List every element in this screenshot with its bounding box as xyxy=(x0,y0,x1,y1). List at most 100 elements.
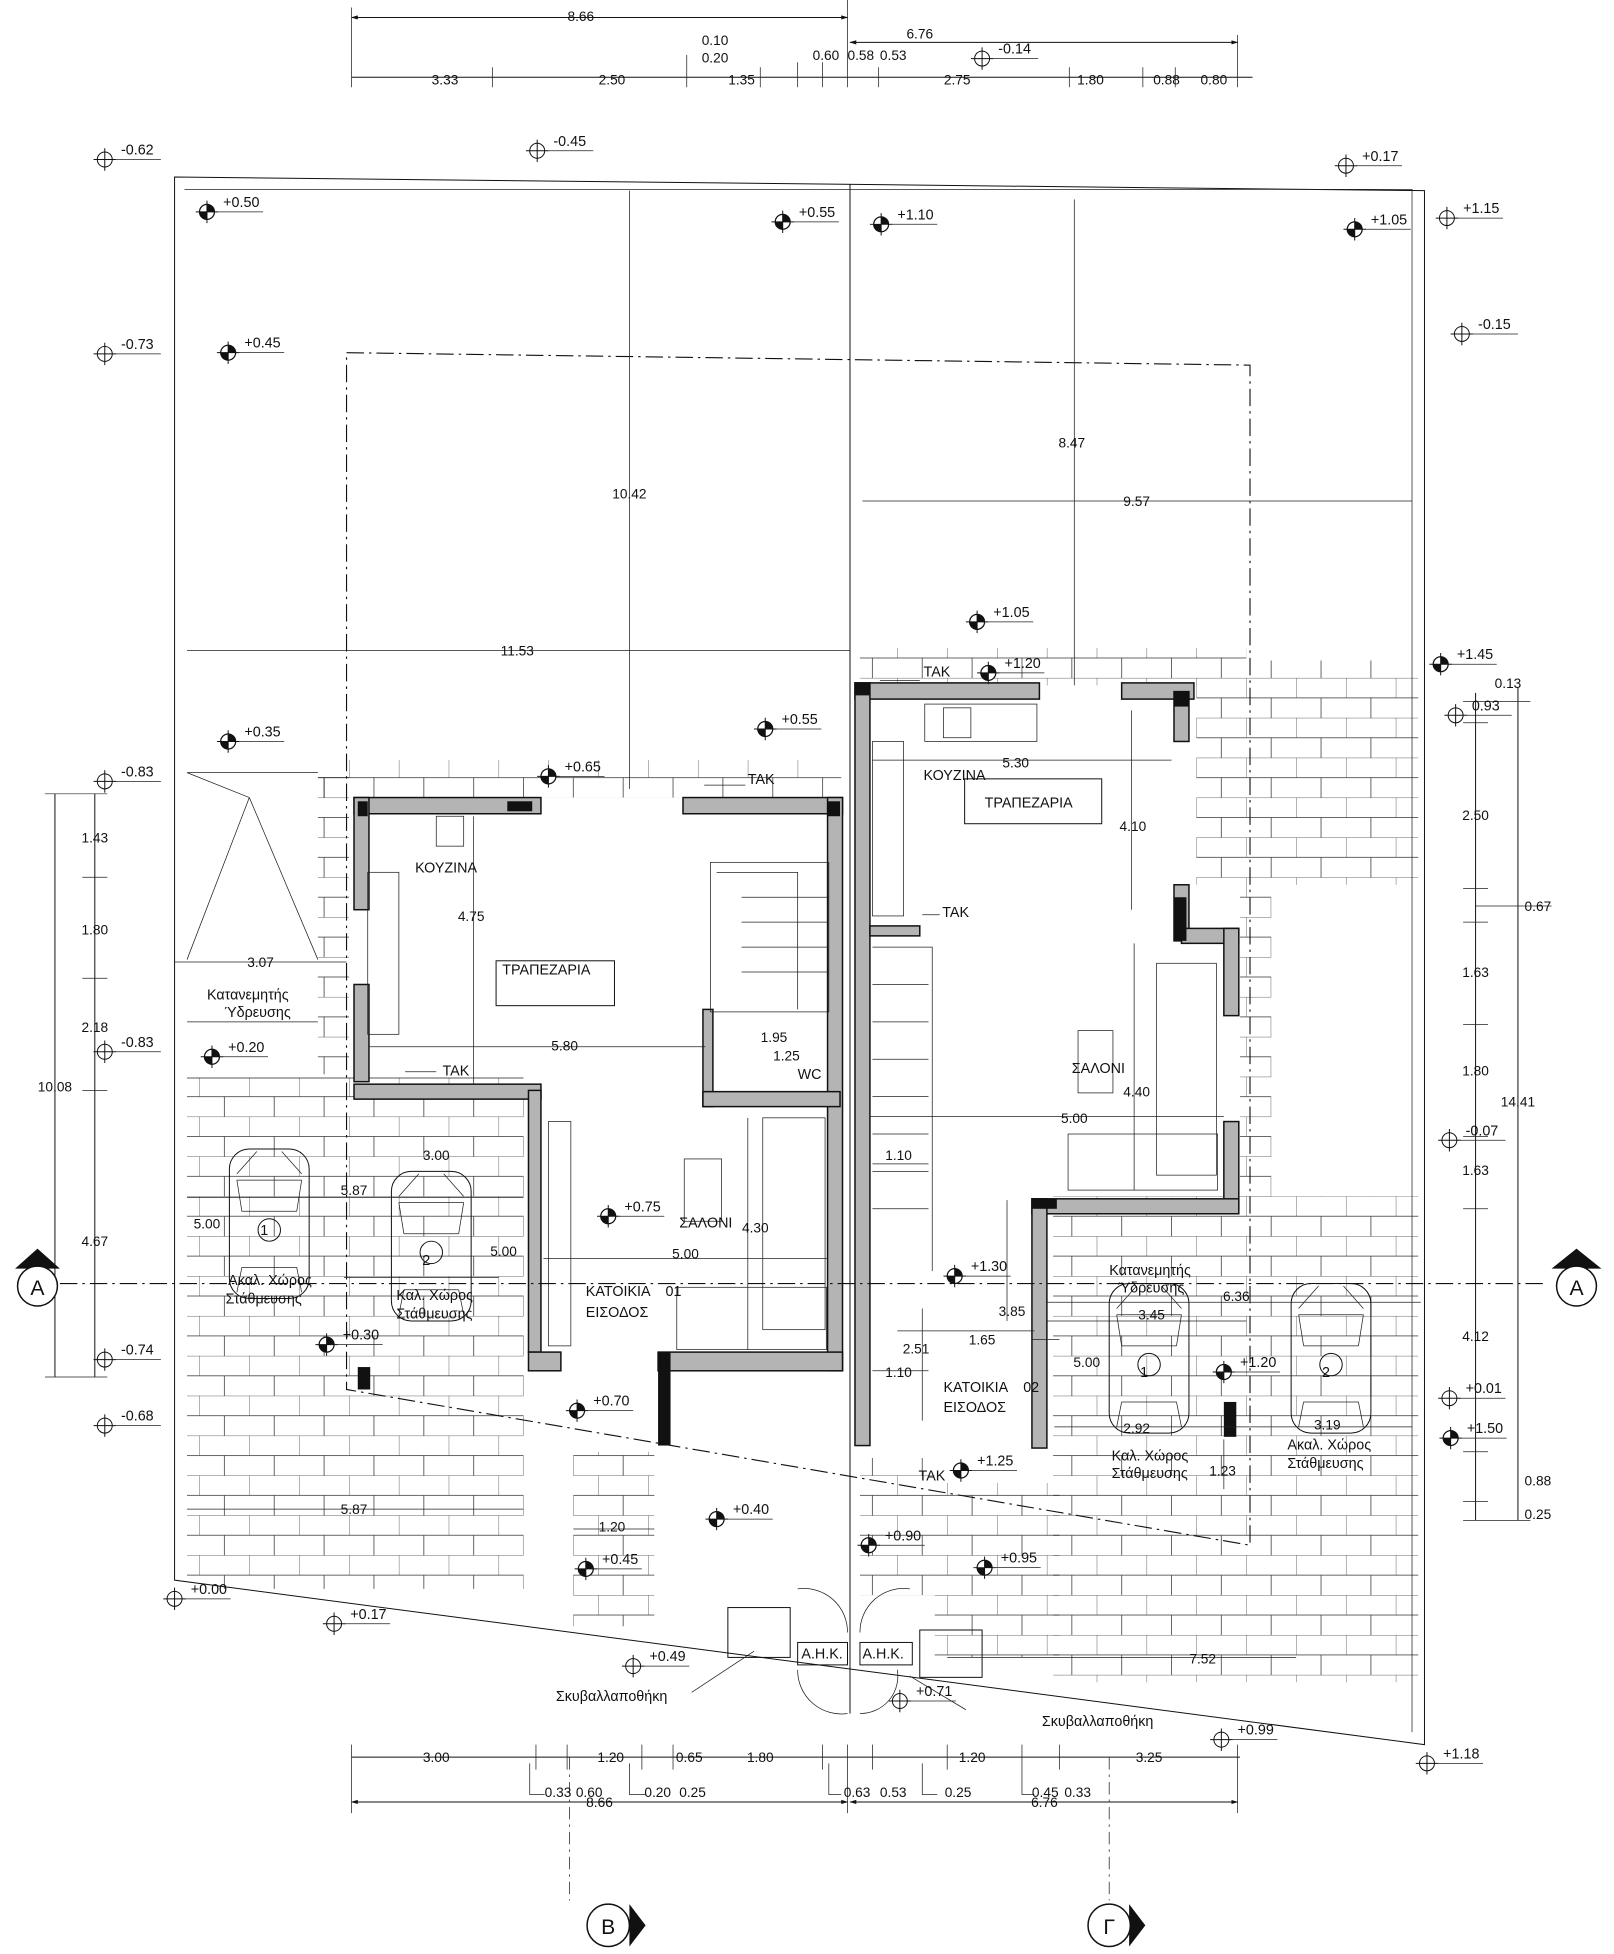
level-symbol-icon xyxy=(1437,1128,1462,1152)
elevation-marker: +0.40 xyxy=(704,1502,773,1531)
svg-text:Α.Η.Κ.: Α.Η.Κ. xyxy=(801,1647,842,1663)
level-value: +1.50 xyxy=(1467,1421,1503,1437)
svg-text:1.20: 1.20 xyxy=(959,1750,986,1765)
level-value: +1.15 xyxy=(1463,201,1499,217)
level-symbol-icon xyxy=(753,717,778,741)
svg-text:2: 2 xyxy=(422,1253,430,1269)
level-value: -0.62 xyxy=(121,143,154,159)
level-symbol-icon xyxy=(93,769,117,794)
level-symbol-icon xyxy=(1428,652,1453,677)
level-value: +1.05 xyxy=(993,605,1029,621)
level-symbol-icon xyxy=(869,212,893,237)
level-value: -0.14 xyxy=(998,42,1031,58)
elevation-marker: +0.50 xyxy=(195,195,264,224)
svg-text:0.25: 0.25 xyxy=(945,1785,972,1800)
elevation-marker: -0.45 xyxy=(525,134,594,163)
level-value: +0.95 xyxy=(1001,1551,1037,1567)
elevation-markers-filled: +0.50+0.55+1.10+1.05+0.45+0.35+0.55+0.65… xyxy=(195,195,1507,1581)
svg-text:4.67: 4.67 xyxy=(81,1234,108,1249)
house-2-walls xyxy=(854,682,1240,1449)
elevation-marker: +1.30 xyxy=(942,1259,1011,1288)
svg-text:Ύδρευσης: Ύδρευσης xyxy=(224,1005,290,1021)
level-value: -0.45 xyxy=(553,134,586,150)
svg-text:0.10: 0.10 xyxy=(702,33,729,48)
level-symbol-icon xyxy=(200,1044,224,1069)
svg-text:ΤΑΚ: ΤΑΚ xyxy=(919,1468,946,1484)
level-value: +0.90 xyxy=(885,1528,921,1544)
elevation-marker: +0.00 xyxy=(162,1582,231,1611)
svg-text:1.10: 1.10 xyxy=(885,1148,912,1163)
svg-text:9.57: 9.57 xyxy=(1123,494,1150,509)
elevation-marker: +1.50 xyxy=(1438,1421,1507,1450)
svg-text:5.87: 5.87 xyxy=(341,1183,368,1198)
svg-text:0.53: 0.53 xyxy=(880,48,907,63)
svg-text:5.00: 5.00 xyxy=(1073,1355,1100,1370)
elevation-marker: -0.14 xyxy=(970,42,1039,71)
house-1-walls xyxy=(353,796,844,1446)
elevation-markers-open: -0.62-0.45+0.17+1.15-0.73-0.15-0.83-0.83… xyxy=(93,42,1518,1776)
svg-text:ΤΑΚ: ΤΑΚ xyxy=(748,772,775,788)
level-symbol-icon xyxy=(1334,154,1358,178)
level-symbol-icon xyxy=(93,342,117,366)
level-value: +1.10 xyxy=(897,207,933,223)
level-symbol-icon xyxy=(1342,217,1367,242)
svg-text:ΚΑΤΟΙΚΙΑ: ΚΑΤΟΙΚΙΑ xyxy=(943,1380,1008,1396)
level-value: +1.25 xyxy=(977,1454,1013,1470)
level-symbol-icon xyxy=(93,1347,117,1372)
level-symbol-icon xyxy=(596,1204,621,1229)
elevation-marker: +0.90 xyxy=(856,1528,925,1558)
level-symbol-icon xyxy=(162,1587,187,1611)
svg-text:5.30: 5.30 xyxy=(1002,756,1029,771)
car-2-left: 2 xyxy=(390,1170,472,1322)
elevation-marker: +1.25 xyxy=(949,1454,1017,1483)
svg-text:0.13: 0.13 xyxy=(1495,676,1522,691)
level-symbol-icon xyxy=(965,610,989,634)
level-value: +0.71 xyxy=(916,1684,952,1700)
svg-text:ΚΟΥΖΙΝΑ: ΚΟΥΖΙΝΑ xyxy=(924,768,986,784)
svg-text:Κατανεμητής: Κατανεμητής xyxy=(1109,1263,1191,1279)
svg-text:Ύδρευσης: Ύδρευσης xyxy=(1118,1280,1184,1296)
svg-text:1.63: 1.63 xyxy=(1462,1163,1489,1178)
svg-text:1.65: 1.65 xyxy=(969,1333,996,1348)
svg-text:Καλ. Χώρος: Καλ. Χώρος xyxy=(1112,1449,1189,1465)
bottom-dimensions: 3.00 1.20 0.65 1.80 1.20 3.25 0.33 0.60 … xyxy=(350,1744,1241,1814)
level-value: +1.30 xyxy=(971,1259,1007,1275)
svg-text:Στάθμευσης: Στάθμευσης xyxy=(1112,1466,1188,1482)
svg-text:1.43: 1.43 xyxy=(81,830,108,845)
svg-text:14.41: 14.41 xyxy=(1501,1095,1535,1110)
svg-text:ΚΑΤΟΙΚΙΑ: ΚΑΤΟΙΚΙΑ xyxy=(586,1284,651,1300)
level-symbol-icon xyxy=(1438,1426,1463,1450)
svg-text:2.50: 2.50 xyxy=(1462,808,1489,823)
level-value: -0.83 xyxy=(121,764,154,780)
level-value: -0.74 xyxy=(121,1343,154,1359)
elevation-marker: -0.83 xyxy=(93,764,161,794)
elevation-marker: +0.71 xyxy=(888,1684,956,1713)
svg-text:02: 02 xyxy=(1023,1380,1039,1396)
section-marker-a-left: A xyxy=(15,1248,1546,1307)
svg-text:5.87: 5.87 xyxy=(341,1502,368,1517)
svg-text:Σκυβαλλαποθήκη: Σκυβαλλαποθήκη xyxy=(556,1689,668,1705)
svg-text:0.88: 0.88 xyxy=(1153,73,1180,88)
svg-text:2.92: 2.92 xyxy=(1123,1421,1150,1436)
svg-text:7.52: 7.52 xyxy=(1189,1652,1216,1667)
car-1-right: 1 xyxy=(1108,1283,1190,1434)
svg-text:1.23: 1.23 xyxy=(1209,1463,1236,1478)
elevation-marker: -0.15 xyxy=(1450,317,1518,346)
svg-text:ΣΑΛΟΝΙ: ΣΑΛΟΝΙ xyxy=(1072,1061,1125,1077)
level-value: +1.20 xyxy=(1005,656,1041,672)
elevation-marker: +0.99 xyxy=(1209,1723,1278,1752)
svg-text:1.35: 1.35 xyxy=(728,73,755,88)
elevation-marker: +1.05 xyxy=(965,605,1034,634)
svg-text:3.45: 3.45 xyxy=(1138,1308,1165,1323)
annotations: ΤΑΚ ΤΑΚ ΤΑΚ ΤΑΚ ΤΑΚ Κατανεμητής Ύδρευσης… xyxy=(207,665,1371,1485)
axis-marker-g: Γ xyxy=(1087,1757,1146,1948)
level-symbol-icon xyxy=(195,200,219,224)
svg-text:1.80: 1.80 xyxy=(1462,1063,1489,1078)
svg-text:5.00: 5.00 xyxy=(1061,1111,1088,1126)
svg-text:1.20: 1.20 xyxy=(599,1520,626,1535)
level-value: +0.65 xyxy=(565,759,601,775)
svg-text:4.12: 4.12 xyxy=(1462,1329,1489,1344)
svg-text:3.33: 3.33 xyxy=(432,73,459,88)
svg-text:01: 01 xyxy=(666,1284,682,1300)
svg-text:Α.Η.Κ.: Α.Η.Κ. xyxy=(862,1647,903,1663)
